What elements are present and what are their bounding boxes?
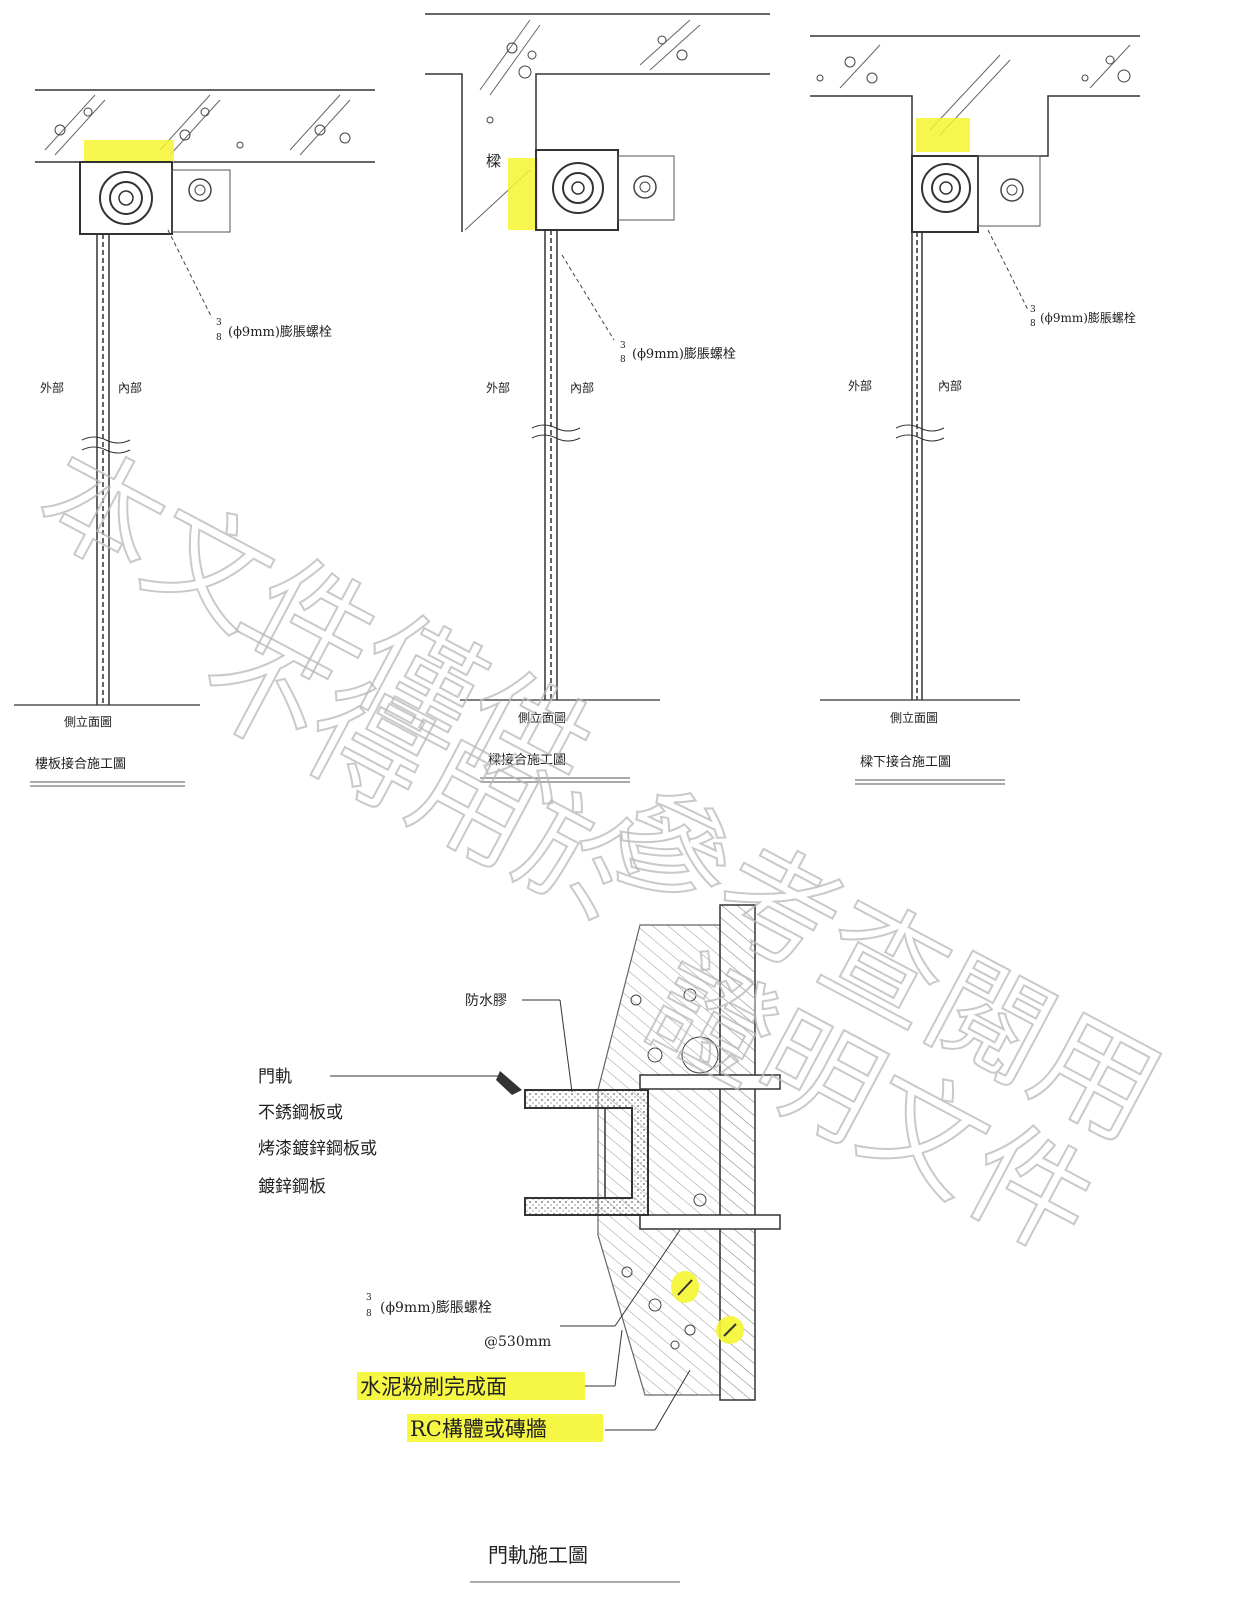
inside-label: 內部 (118, 380, 142, 395)
roller-box (79, 161, 231, 235)
steel-plate (639, 1214, 781, 1230)
diagram-caption: 樑下接合施工圖 (860, 754, 951, 770)
rail-label-line-4: 鍍鋅鋼板 (258, 1176, 326, 1197)
highlight-mark (508, 158, 538, 230)
bolt-fraction-den: 8 (216, 333, 222, 343)
beam-side-label: 樑 (486, 152, 501, 170)
rail-label-line-3: 烤漆鍍鋅鋼板或 (258, 1138, 377, 1159)
bolt-fraction-den: 8 (620, 355, 626, 365)
highlight-mark (916, 118, 970, 152)
mortar-label: 水泥粉刷完成面 (360, 1375, 507, 1399)
leader-line (561, 254, 615, 341)
steel-plate (639, 1074, 781, 1090)
wall-label: RC構體或磚牆 (410, 1417, 547, 1441)
section-label: 側立面圖 (64, 714, 112, 729)
rail-bolt-note: (ϕ9mm)膨脹螺栓 (380, 1299, 492, 1316)
diagram-door-rail: 防水膠 門軌 不銹鋼板或 烤漆鍍鋅鋼板或 鍍鋅鋼板 3 8 (ϕ9mm)膨脹螺栓… (258, 904, 781, 1583)
diagram-caption: 樓板接合施工圖 (35, 756, 126, 772)
arrow-head (496, 1071, 522, 1095)
diagram-under-beam-connection: 3 8 (ϕ9mm)膨脹螺栓 外部 內部 側立面圖 樑下接合施工圖 (810, 35, 1140, 785)
rail-label-line-2: 不銹鋼板或 (258, 1103, 343, 1123)
inside-label: 內部 (570, 380, 594, 395)
shutter-curtain (531, 230, 581, 700)
outside-label: 外部 (486, 380, 510, 395)
section-label: 側立面圖 (890, 710, 938, 725)
concrete-beam (810, 35, 1140, 232)
bolt-fraction-den: 8 (1030, 319, 1036, 329)
highlight-mark (357, 1372, 585, 1400)
bolt-fraction-num: 3 (1030, 305, 1036, 315)
leader-line (167, 229, 213, 319)
diagram-slab-connection: 3 8 (ϕ9mm)膨脹螺栓 外部 內部 側立面圖 樓板接合施工圖 (14, 89, 375, 787)
rail-caption: 門軌施工圖 (488, 1543, 588, 1567)
roller-box (911, 155, 1041, 233)
concrete-beam (425, 13, 770, 232)
bolt-note: (ϕ9mm)膨脹螺栓 (1040, 310, 1136, 325)
highlight-mark (407, 1414, 603, 1442)
door-rail-channel (524, 1089, 649, 1216)
section-label: 側立面圖 (518, 710, 566, 725)
outside-label: 外部 (848, 378, 872, 393)
inside-label: 內部 (938, 378, 962, 393)
outside-label: 外部 (40, 380, 64, 395)
bolt-note: (ϕ9mm)膨脹螺栓 (228, 325, 332, 340)
diagram-caption: 樑接合施工圖 (488, 752, 566, 768)
leader-line (987, 229, 1029, 311)
rail-label-line-1: 門軌 (258, 1067, 292, 1087)
bolt-spacing: @530mm (484, 1334, 551, 1350)
waterproof-label: 防水膠 (465, 993, 507, 1009)
shutter-curtain (81, 234, 131, 705)
bolt-fraction-num: 3 (216, 318, 222, 328)
shutter-curtain (895, 232, 945, 700)
bolt-note: (ϕ9mm)膨脹螺栓 (632, 347, 736, 362)
bolt-fraction-num: 3 (620, 341, 626, 351)
highlight-mark (84, 140, 174, 162)
roller-box (535, 149, 675, 231)
bolt-fraction-num: 3 (366, 1293, 372, 1303)
bolt-fraction-den: 8 (366, 1309, 372, 1319)
diagram-beam-connection: 樑 3 8 (ϕ9mm)膨脹螺栓 外部 內部 側立面圖 樑接合施工圖 (425, 13, 770, 783)
